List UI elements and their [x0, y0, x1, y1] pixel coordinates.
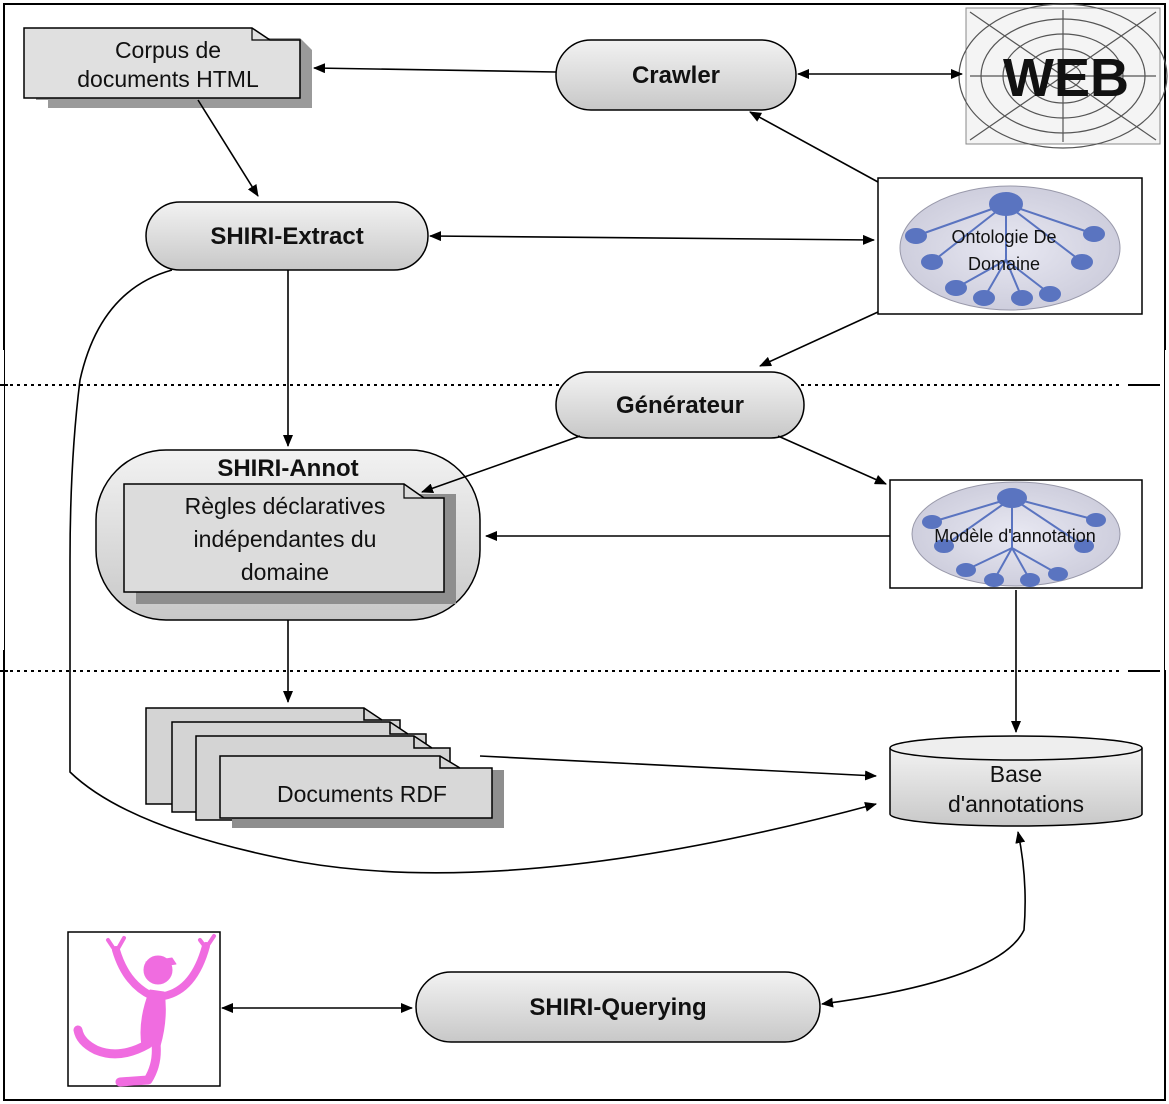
arrow-generateur-rules — [421, 435, 581, 494]
shiri-annot-node: SHIRI-Annot Règles déclaratives indépend… — [95, 449, 481, 621]
ontology-graph-icon — [905, 192, 1105, 306]
modele-node: Modèle d'annotation — [889, 479, 1143, 589]
spider-web-icon — [958, 3, 1168, 149]
shiri-extract-label: SHIRI-Extract — [210, 223, 363, 250]
modele-label: Modèle d'annotation — [934, 526, 1096, 546]
shiri-extract-node: SHIRI-Extract — [145, 201, 429, 271]
arrow-extract-ontologie — [429, 231, 875, 245]
base-label-line2: d'annotations — [948, 791, 1084, 817]
documents-rdf-stack — [145, 707, 504, 828]
ontologie-label-line2: Domaine — [968, 254, 1040, 274]
ontologie-label-line1: Ontologie De — [951, 227, 1056, 247]
rules-label-line2: indépendantes du — [194, 526, 377, 552]
shiri-querying-node: SHIRI-Querying — [415, 971, 821, 1043]
base-label-line1: Base — [990, 761, 1042, 787]
connectors — [69, 63, 1026, 1013]
corpus-label-line2: documents HTML — [77, 66, 259, 92]
base-annotations-node: Base d'annotations — [889, 735, 1143, 827]
annotation-graph-icon — [922, 488, 1106, 587]
generateur-node: Générateur — [555, 371, 805, 439]
rules-label-line3: domaine — [241, 559, 329, 585]
arrow-ontologie-crawler — [749, 111, 879, 183]
arrow-querying-base — [821, 831, 1026, 1008]
arrow-ontologie-generateur — [759, 311, 879, 367]
web-label: WEB — [1003, 48, 1129, 108]
shiri-annot-label: SHIRI-Annot — [217, 455, 358, 482]
corpus-document: Corpus de documents HTML — [23, 27, 312, 108]
arrow-generateur-modele — [777, 435, 887, 485]
arrow-rdf-base — [479, 755, 877, 781]
arrow-crawler-corpus — [313, 63, 557, 74]
arrow-extract-base — [69, 269, 877, 874]
rules-label-line1: Règles déclaratives — [185, 493, 386, 519]
web-image: WEB — [958, 3, 1168, 149]
ontologie-node: Ontologie De Domaine — [877, 177, 1143, 315]
crawler-node: Crawler — [555, 39, 797, 111]
user-figure-icon — [73, 934, 216, 1087]
crawler-label: Crawler — [632, 62, 720, 89]
corpus-label-line1: Corpus de — [115, 37, 221, 63]
documents-rdf-label: Documents RDF — [277, 781, 447, 807]
shiri-querying-label: SHIRI-Querying — [529, 994, 706, 1021]
user-image — [67, 931, 221, 1087]
arrow-corpus-extract — [197, 99, 259, 197]
generateur-label: Générateur — [616, 392, 744, 419]
